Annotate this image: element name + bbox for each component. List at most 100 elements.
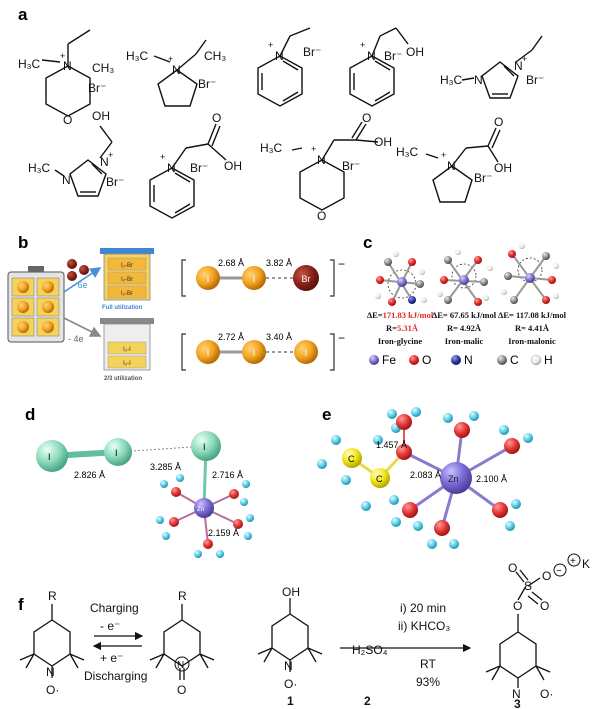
a7-o: O (212, 111, 221, 125)
d-i3-label: I (203, 442, 206, 452)
i3-bond2: 3.40 Å (266, 332, 292, 342)
iron-glycine-model (375, 251, 427, 306)
a1-br: Br⁻ (88, 81, 106, 95)
battery-partial: I₂-I I₂-I (100, 318, 154, 371)
a9-oh: OH (494, 161, 512, 175)
f-discharging-label: Discharging (84, 669, 147, 683)
d-bond-4: 2.159 Å (208, 528, 239, 538)
panel-f: R N O· Charging - e⁻ + e⁻ Discharging R … (19, 553, 590, 709)
f-compound1-ring (271, 613, 309, 661)
legend-h-swatch (530, 354, 542, 366)
f-minus-circle (553, 563, 567, 577)
f-plus-e: + e⁻ (100, 651, 123, 665)
i3-bond1: 2.72 Å (218, 332, 244, 342)
full-utilization-label: Full utilization (102, 305, 143, 311)
structure-pyridinium-acetic (149, 123, 227, 219)
d-zn-label: Zn (197, 507, 204, 513)
f-r-left: R (48, 589, 57, 603)
e-bond-3: 2.100 Å (476, 474, 507, 484)
d-iodine-3 (191, 431, 221, 461)
a7-n: N (167, 161, 176, 175)
d-iodine-1 (36, 440, 68, 472)
f-o-3: O· (540, 687, 553, 701)
a2-plus: + (168, 54, 173, 64)
panel-label-d: d (25, 405, 35, 424)
panel-label-c: c (363, 233, 372, 252)
a3-n: N (275, 49, 284, 63)
f-o-top: O (508, 561, 517, 575)
i2br-i2: I (253, 274, 256, 284)
minus-6e: - 6e (72, 280, 88, 290)
d-bond-3: 2.716 Å (212, 470, 243, 480)
a3-plus: + (268, 40, 273, 50)
f-n-1: N (284, 659, 293, 673)
structure-pyrrolidinium-ethyl (153, 39, 207, 107)
panel-a-labels: H₃C N + CH₃ Br⁻ O H₃C N + CH₃ Br⁻ N + Br… (18, 40, 544, 223)
f-charging-label: Charging (90, 601, 139, 615)
e-carbon-1 (342, 448, 362, 468)
a6-n: N (62, 173, 71, 187)
a1-plus: + (60, 51, 65, 61)
f-yield: 93% (416, 675, 440, 689)
f-compound-1: 1 (287, 694, 294, 708)
a2-ch3: CH₃ (204, 49, 226, 63)
structure-morpholinium-ethyl (41, 29, 91, 117)
f-n-left: N (46, 665, 55, 679)
i3-i3: I (305, 348, 308, 358)
c1-energy-value: 171.83 kJ/mol (383, 310, 434, 320)
e-zinc (440, 462, 472, 494)
structure-imidazolium-hydroxyethyl (54, 125, 113, 197)
f-plus: + (570, 556, 576, 567)
f-step2: ii) KHCO₃ (398, 619, 450, 633)
f-oh: OH (282, 585, 300, 599)
c3-energy: ΔE= 117.08 kJ/mol (498, 310, 567, 320)
structure-pyridinium-ethyl (257, 27, 311, 107)
panel-c-legend: Fe O N C H (369, 353, 553, 367)
f-step1: i) 20 min (400, 601, 446, 615)
a9-br: Br⁻ (474, 171, 492, 185)
c3-r: R= 4.41Å (515, 323, 550, 333)
i3-i2: I (253, 348, 256, 358)
a8-o: O (362, 111, 371, 125)
a2-n: N (172, 63, 181, 77)
f-rt: RT (420, 657, 436, 671)
e-bond-1: 1.457 Å (376, 440, 407, 450)
a6-plus: + (108, 150, 113, 160)
d-bond-2: 3.285 Å (150, 462, 181, 472)
c2-r: R= 4.92Å (447, 323, 482, 333)
legend-o-swatch (409, 355, 419, 365)
i2br-i1: I (207, 274, 210, 284)
panel-b: - 6e - 4e I₂-Br I₂-Br I₂-Br Full utiliza… (7, 248, 345, 382)
legend-c: C (510, 353, 519, 367)
structure-morpholinium-propanoic (291, 121, 379, 211)
f-n-3: N (512, 687, 521, 701)
legend-h: H (544, 353, 553, 367)
full-cell-3: I₂-Br (121, 291, 133, 297)
legend-fe: Fe (382, 353, 396, 367)
chain-i3: − I I I 2.72 Å 3.40 Å (181, 331, 345, 371)
e-oxygen-1 (396, 444, 412, 460)
a2-h3c: H₃C (126, 49, 149, 63)
a8-h3c: H₃C (260, 141, 283, 155)
c2-energy: ΔE= 67.65 kJ/mol (432, 310, 497, 320)
a9-plus: + (441, 150, 446, 160)
full-cell-1: I₂-Br (121, 263, 133, 269)
iron-malic-model (437, 249, 493, 306)
arrow-to-full (63, 267, 102, 293)
a1-o: O (63, 113, 72, 127)
panel-e: C C Zn 1.457 Å 2.083 Å 2.100 Å (317, 407, 533, 549)
a6-h3c: H₃C (28, 161, 51, 175)
c3-name: Iron-malonic (508, 336, 556, 346)
e-c2-label: C (376, 474, 383, 484)
f-o-ester: O (513, 599, 522, 613)
e-carbon-2 (370, 468, 390, 488)
a4-br: Br⁻ (384, 49, 402, 63)
a4-plus: + (360, 40, 365, 50)
c1-r: R=5.31Å (386, 323, 419, 333)
battery-source-cells (11, 277, 60, 337)
full-cell-2: I₂-Br (121, 277, 133, 283)
a7-oh: OH (224, 159, 242, 173)
f-minus: − (556, 566, 562, 577)
d-iodine-2 (104, 438, 132, 466)
